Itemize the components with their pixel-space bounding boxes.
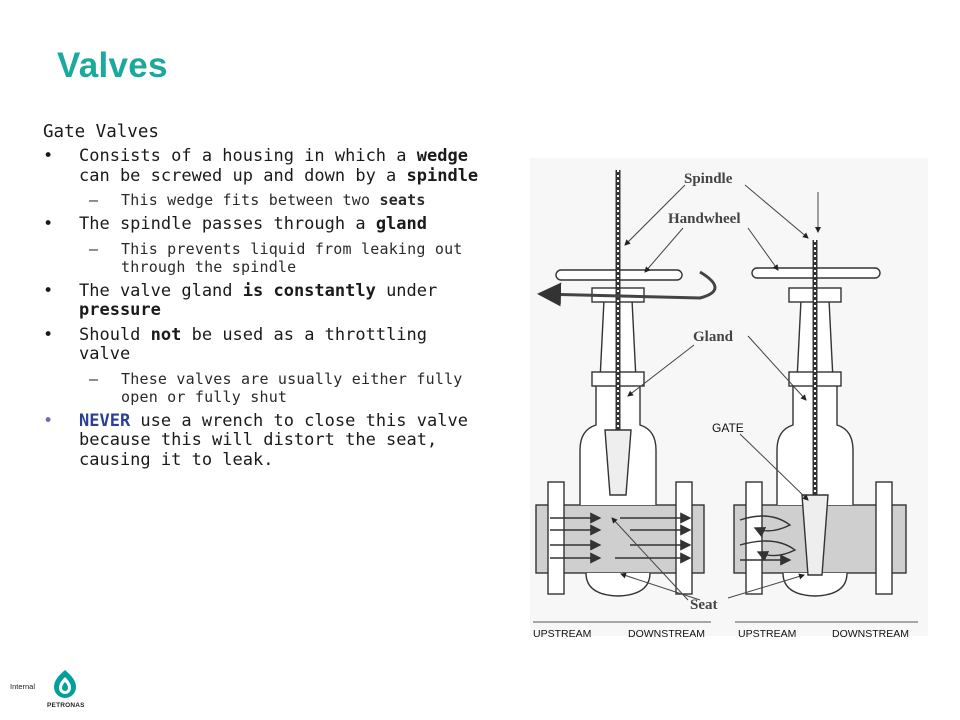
sub-bullet-item: – This wedge fits between two seats [89, 191, 426, 209]
bullet-marker: • [43, 280, 54, 301]
label-handwheel: Handwheel [668, 211, 741, 227]
flange [675, 481, 693, 595]
classification-label: Internal [10, 682, 36, 691]
bullet-marker: • [43, 214, 54, 234]
bullet-marker: • [43, 324, 54, 345]
section-heading: Gate Valves [43, 122, 159, 142]
label-gate: GATE [712, 421, 744, 435]
bullet-marker: • [43, 410, 54, 431]
label-downstream: DOWNSTREAM [628, 628, 705, 640]
petronas-logo-icon [54, 670, 76, 698]
flange [547, 481, 565, 595]
sub-bullet-item: – This prevents liquid from leaking out … [89, 239, 463, 276]
label-spindle: Spindle [684, 171, 733, 187]
dash-marker: – [89, 239, 99, 258]
bullet-item: • The valve gland is constantly under pr… [43, 280, 438, 320]
page-title: Valves [57, 46, 168, 85]
bullet-item: • Should not be used as a throttling val… [43, 324, 428, 364]
bullet-list: • Consists of a housing in which a wedge… [43, 146, 483, 470]
dash-marker: – [89, 369, 99, 388]
dash-marker: – [89, 191, 99, 209]
slide-body: Gate Valves • Consists of a housing in w… [43, 121, 483, 475]
bullet-item-warning: • NEVER use a wrench to close this valve… [43, 410, 468, 470]
bullet-item: • The spindle passes through a gland [43, 214, 427, 234]
label-seat: Seat [690, 597, 718, 613]
valve-closed [733, 240, 907, 597]
callout-lines [611, 184, 821, 601]
brand-name: PETRONAS [47, 702, 85, 709]
flange [745, 481, 763, 595]
sub-bullet-item: – These valves are usually either fully … [89, 369, 463, 406]
label-upstream: UPSTREAM [533, 628, 591, 640]
label-upstream: UPSTREAM [738, 628, 796, 640]
label-gland: Gland [693, 329, 734, 345]
bullet-marker: • [43, 146, 54, 166]
bullet-item: • Consists of a housing in which a wedge… [43, 146, 479, 186]
label-downstream: DOWNSTREAM [832, 628, 909, 640]
flange [875, 481, 893, 595]
